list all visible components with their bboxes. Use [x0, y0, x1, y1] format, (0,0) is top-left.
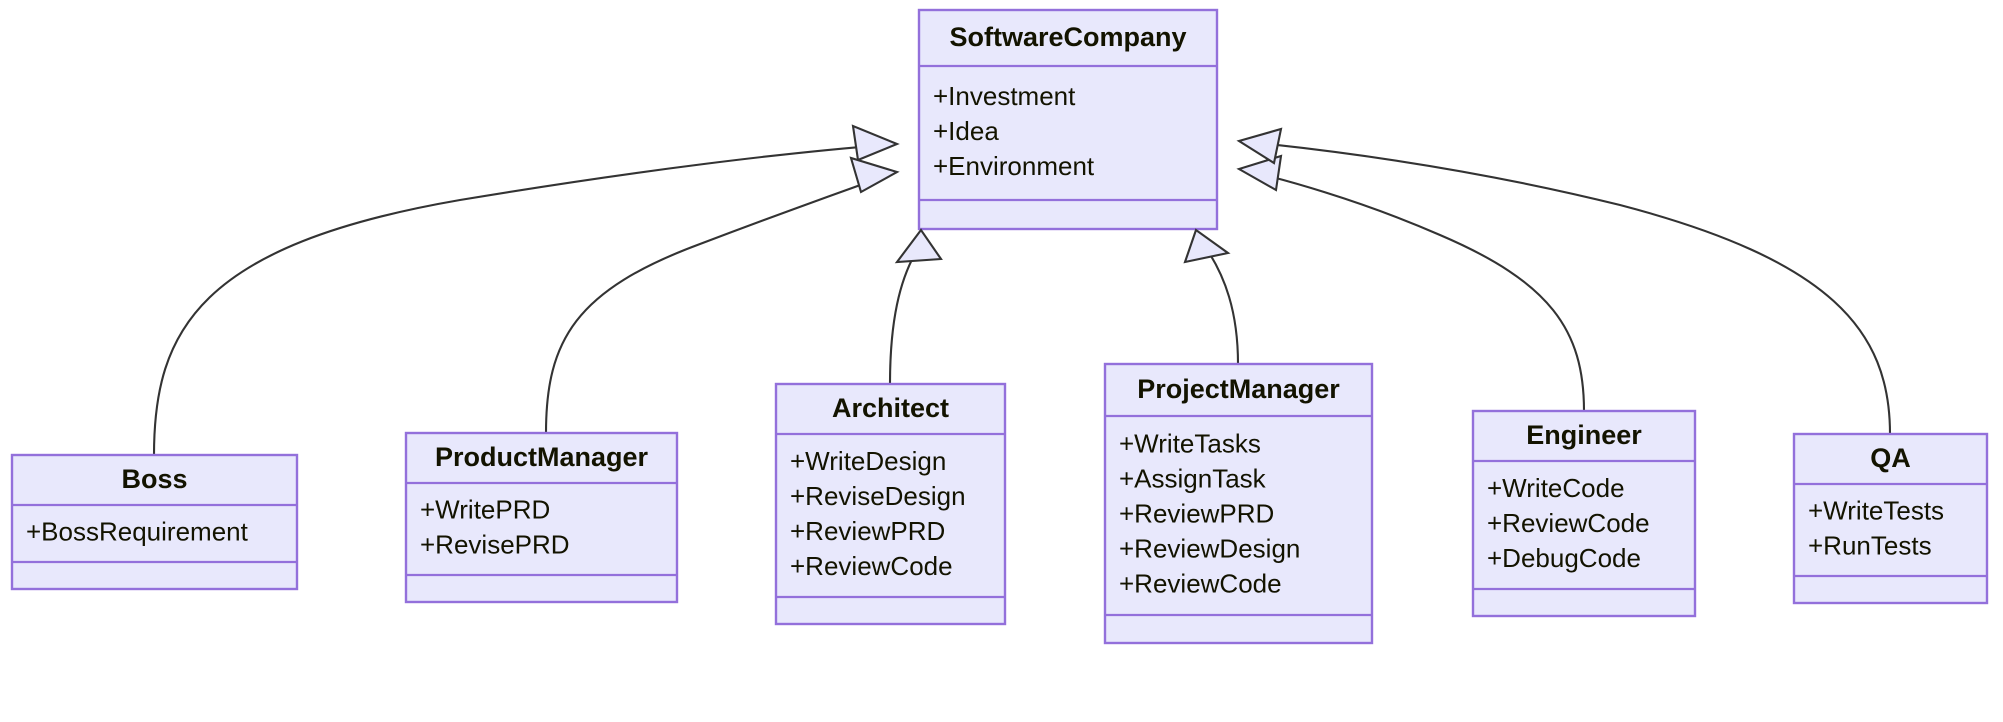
class-box-outline: [1792, 432, 1989, 605]
class-member-label: +RevisePRD: [420, 529, 570, 559]
class-box-boss[interactable]: Boss +BossRequirement: [10, 453, 299, 591]
class-member-label: +ReviewDesign: [1119, 533, 1300, 563]
class-member-label: +WritePRD: [420, 494, 550, 524]
class-member-label: +WriteTasks: [1119, 428, 1261, 458]
class-member-label: +Environment: [933, 151, 1095, 181]
class-box-architect[interactable]: Architect +WriteDesign +ReviseDesign +Revie…: [774, 382, 1007, 626]
class-name-label: Architect: [832, 393, 949, 423]
class-name-label: ProjectManager: [1137, 374, 1340, 404]
inheritance-arrowhead: [1236, 154, 1283, 192]
inheritance-edge: [1238, 139, 1892, 435]
class-member-label: +ReviewPRD: [1119, 498, 1274, 528]
class-name-label: Engineer: [1526, 420, 1642, 450]
inheritance-arrowhead: [894, 228, 943, 264]
class-box-outline: [404, 431, 679, 604]
class-member-label: +AssignTask: [1119, 463, 1267, 493]
inheritance-edge: [152, 142, 898, 456]
class-member-label: +WriteCode: [1487, 473, 1625, 503]
class-boxes-layer: SoftwareCompany +Investment +Idea +Environm…: [10, 8, 1989, 645]
class-box-outline: [1103, 362, 1374, 645]
class-box-qa[interactable]: QA +WriteTests +RunTests: [1792, 432, 1989, 605]
inheritance-edge: [1207, 250, 1240, 365]
class-member-label: +WriteTests: [1808, 495, 1944, 525]
class-member-label: +RunTests: [1808, 530, 1932, 560]
inheritance-edges-layer: [152, 139, 1892, 456]
class-member-label: +WriteDesign: [790, 446, 946, 476]
class-member-label: +ReviewCode: [1487, 508, 1650, 538]
class-box-engineer[interactable]: Engineer +WriteCode +ReviewCode +DebugCode: [1471, 409, 1697, 618]
class-member-label: +Idea: [933, 116, 999, 146]
class-box-outline: [917, 8, 1219, 231]
class-member-label: +ReviewPRD: [790, 516, 945, 546]
class-member-label: +ReviewCode: [1119, 568, 1282, 598]
class-box-outline: [774, 382, 1007, 626]
class-member-label: +Investment: [933, 81, 1076, 111]
inheritance-edge: [544, 171, 898, 434]
class-box-software-company[interactable]: SoftwareCompany +Investment +Idea +Environm…: [917, 8, 1219, 231]
class-member-label: +DebugCode: [1487, 543, 1641, 573]
class-member-label: +BossRequirement: [26, 516, 249, 546]
inheritance-edge: [888, 251, 917, 385]
inheritance-arrowhead: [851, 124, 900, 162]
class-name-label: ProductManager: [435, 442, 649, 472]
inheritance-edge: [1238, 167, 1586, 412]
inheritance-arrowhead: [1183, 228, 1231, 264]
class-name-label: Boss: [121, 464, 187, 494]
class-box-outline: [1471, 409, 1697, 618]
inheritance-arrowheads-layer: [849, 124, 1283, 264]
inheritance-arrowhead: [849, 156, 900, 194]
class-box-product-manager[interactable]: ProductManager +WritePRD +RevisePRD: [404, 431, 679, 604]
class-name-label: SoftwareCompany: [949, 22, 1186, 52]
inheritance-arrowhead: [1236, 127, 1283, 165]
class-box-project-manager[interactable]: ProjectManager +WriteTasks +AssignTask +Rev…: [1103, 362, 1374, 645]
class-member-label: +ReviseDesign: [790, 481, 966, 511]
class-box-outline: [10, 453, 299, 591]
class-member-label: +ReviewCode: [790, 551, 953, 581]
class-name-label: QA: [1870, 443, 1911, 473]
